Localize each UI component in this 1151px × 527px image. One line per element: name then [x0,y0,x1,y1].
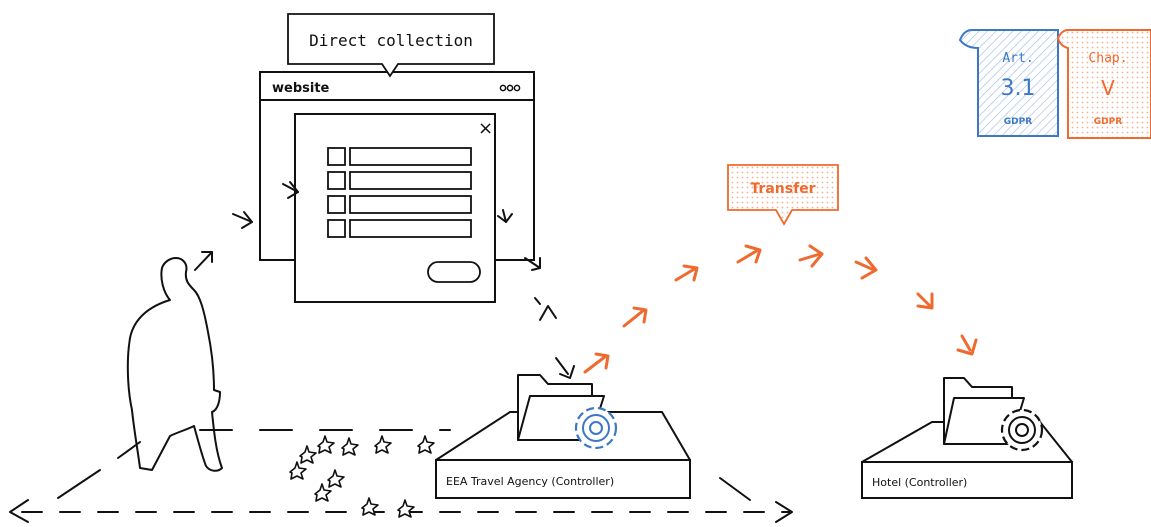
arrow-icon [497,209,513,223]
gdpr-article-line2: 3.1 [1001,76,1036,101]
hotel-label: Hotel (Controller) [872,476,967,489]
form-row[interactable] [327,171,472,190]
form-row[interactable] [327,195,472,214]
gdpr-chapter-line3: GDPR [1094,117,1122,127]
gdpr-chapter-line1: Chap. [1088,51,1127,66]
callout-transfer-label: Transfer [750,181,815,197]
gdpr-article-line1: Art. [1002,51,1033,66]
platform-travel-agency: EEA Travel Agency (Controller) [435,374,691,499]
website-title: website [272,81,330,96]
arrow-icon [232,211,253,229]
gear-icon [574,406,618,450]
gdpr-chapter-line2: V [1101,76,1115,100]
platform-hotel: Hotel (Controller) [861,377,1073,499]
callout-direct-collection: Direct collection [287,13,495,78]
arrow-icon [534,297,557,321]
arrow-icon [674,264,699,282]
submit-button[interactable] [427,261,481,283]
arrow-icon [555,357,575,379]
arrow-icon [194,251,213,271]
form-row[interactable] [327,147,472,166]
eu-stars-icon [289,435,435,518]
gdpr-doc-chapter: Chap. V GDPR [1056,29,1151,139]
callout-direct-label: Direct collection [309,31,473,50]
arrow-icon [916,292,934,310]
collection-flow-arrows [194,181,575,379]
gdpr-article-line3: GDPR [1004,117,1032,127]
arrow-icon [736,244,762,264]
person-silhouette-icon [126,257,223,472]
arrow-icon [956,334,978,356]
folder-icon [943,377,1025,445]
arrow-icon [282,181,299,199]
arrow-icon [798,244,824,268]
gdpr-doc-article: Art. 3.1 GDPR [958,29,1059,137]
close-icon[interactable]: × [478,118,493,139]
arrow-icon [622,306,648,328]
travel-agency-label: EEA Travel Agency (Controller) [446,475,614,488]
callout-transfer: Transfer [727,164,839,226]
window-menu-icon[interactable] [499,84,521,92]
form-dialog: × [294,113,496,303]
gear-icon [1000,408,1044,452]
folder-icon [517,374,605,441]
transfer-flow-arrows [583,244,978,374]
arrow-icon [854,256,878,280]
arrow-icon [524,257,541,271]
arrow-icon [583,352,610,374]
form-row[interactable] [327,219,472,238]
